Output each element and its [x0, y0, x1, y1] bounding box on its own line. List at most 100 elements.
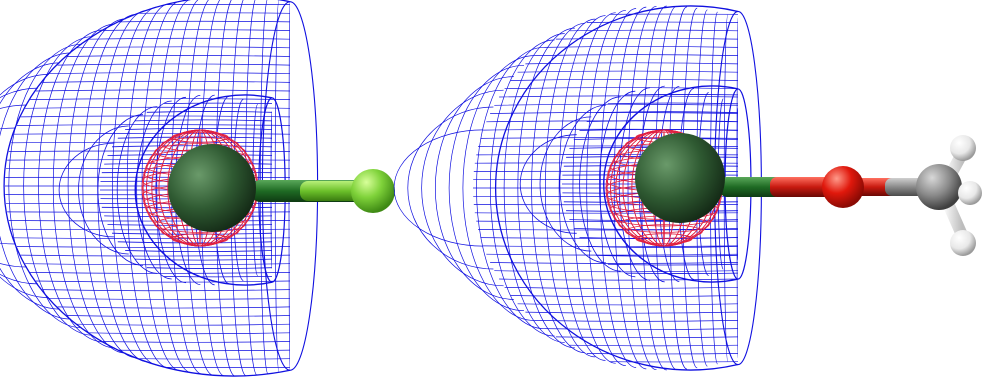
mesh-line — [595, 254, 739, 257]
hydrogen-atom-bottom — [950, 230, 976, 256]
mesh-line — [531, 22, 586, 354]
mesh-line — [25, 263, 291, 266]
mesh-line — [517, 27, 575, 349]
mesh-line — [42, 289, 291, 292]
metal-oxygen-bond-metal-half — [720, 177, 782, 197]
mesh-line — [407, 106, 494, 270]
mesh-line — [146, 267, 273, 269]
mesh-line — [20, 115, 291, 118]
metal-oxygen-bond-oxygen-half — [770, 177, 840, 197]
mesh-line — [88, 37, 291, 40]
mesh-line — [510, 295, 739, 298]
mesh-line — [125, 128, 273, 130]
mesh-line — [112, 6, 159, 366]
mesh-line — [125, 250, 273, 252]
mesh-line — [0, 62, 60, 310]
mesh-line — [8, 150, 291, 152]
mesh-line — [503, 33, 565, 343]
mesh-line — [82, 13, 137, 359]
mesh-line — [116, 106, 158, 274]
hydrogen-atom-top — [950, 135, 976, 161]
mesh-outline — [603, 85, 739, 283]
mesh-line — [0, 74, 49, 298]
mesh-line — [30, 272, 291, 274]
mesh-line — [42, 80, 291, 83]
mesh-line — [97, 114, 144, 266]
mesh-line — [0, 52, 71, 320]
mesh-line — [66, 55, 291, 57]
mesh-line — [23, 36, 93, 336]
mesh-line — [49, 297, 291, 300]
mesh-line — [38, 29, 104, 343]
mesh-line — [8, 43, 82, 329]
mesh-outline — [3, 0, 291, 377]
mesh-line — [13, 237, 291, 239]
mesh-line — [126, 3, 170, 369]
mesh-line — [504, 87, 739, 90]
mesh-line — [57, 306, 291, 309]
halogen-atom — [351, 169, 395, 213]
mesh-line — [600, 8, 637, 368]
mesh-line — [618, 87, 651, 281]
mesh-line — [421, 89, 504, 287]
mesh-line — [16, 124, 291, 126]
mesh-line — [49, 72, 291, 75]
metal-methoxide-molecule — [393, 5, 982, 371]
mesh-line — [30, 98, 291, 100]
mesh-line — [510, 78, 739, 81]
mesh-line — [517, 70, 739, 73]
mesh-line — [572, 12, 616, 364]
mesh-line — [476, 46, 545, 330]
mesh-line — [10, 228, 291, 231]
mesh-line — [545, 18, 596, 358]
mesh-line — [393, 129, 484, 247]
mesh-line — [539, 116, 592, 252]
mesh-line — [448, 64, 525, 312]
mesh-line — [52, 23, 115, 349]
mesh-line — [119, 20, 291, 23]
mesh-line — [117, 241, 273, 244]
mesh-line — [525, 62, 739, 65]
mesh-line — [586, 9, 626, 367]
mesh-line — [13, 133, 291, 135]
mesh-line — [517, 303, 739, 306]
mesh-line — [434, 76, 514, 300]
oxygen-atom — [822, 166, 864, 208]
mesh-line — [525, 311, 739, 314]
mesh-line — [35, 280, 291, 283]
mesh-line — [494, 270, 739, 273]
mesh-line — [519, 134, 577, 234]
mesh-line — [544, 46, 739, 48]
carbon-atom — [916, 164, 962, 210]
mesh-line — [489, 39, 555, 337]
mesh-line — [627, 5, 657, 371]
mesh-line — [607, 263, 739, 266]
mesh-line — [494, 103, 739, 106]
mesh-line — [599, 90, 636, 278]
mesh-line — [155, 96, 187, 284]
mesh-line — [136, 100, 172, 280]
mesh-line — [78, 125, 129, 255]
mesh-line — [504, 286, 739, 289]
mesh-line — [613, 6, 647, 370]
mesh-line — [156, 0, 192, 373]
mesh-line — [607, 102, 739, 105]
metal-atom — [168, 144, 256, 232]
metal-atom — [635, 133, 725, 223]
mesh-line — [35, 89, 291, 92]
mesh-line — [8, 220, 291, 222]
mesh-line — [555, 37, 739, 40]
mesh-outline — [134, 94, 273, 286]
mesh-line — [146, 111, 273, 113]
mesh-line — [16, 246, 291, 248]
mesh-line — [476, 220, 739, 222]
mesh-line — [77, 323, 291, 326]
mesh-line — [102, 341, 291, 343]
mesh-line — [480, 137, 739, 139]
mesh-line — [20, 254, 291, 257]
mesh-line — [595, 111, 739, 114]
mesh-line — [559, 104, 607, 264]
mesh-line — [586, 246, 739, 248]
